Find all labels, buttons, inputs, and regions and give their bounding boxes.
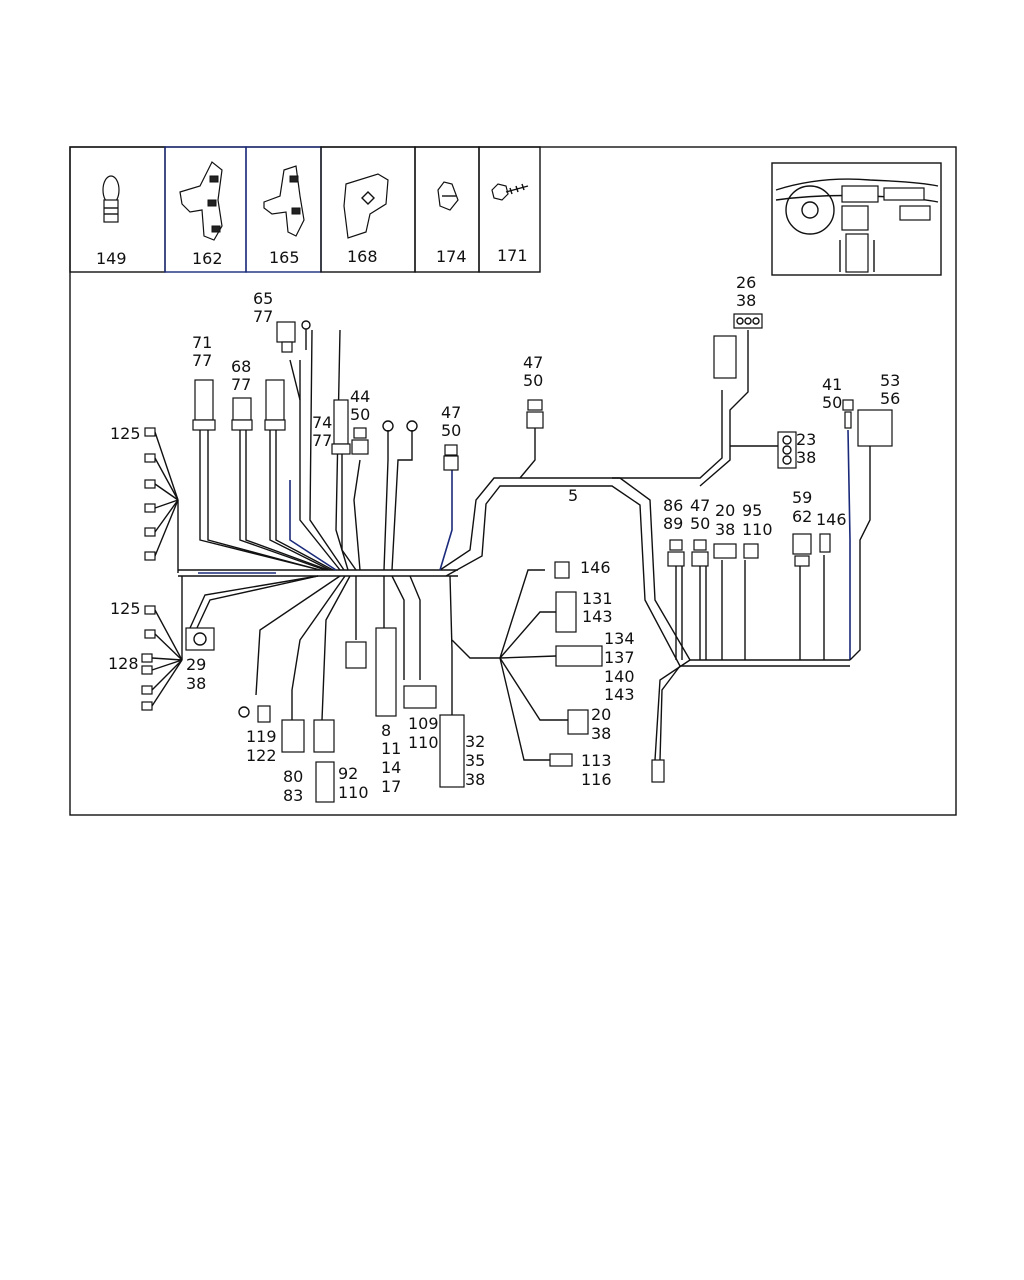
callout-134: 134	[604, 629, 635, 648]
callout-8: 11	[381, 739, 401, 758]
callout-53: 56	[880, 389, 900, 408]
callout-41: 50	[822, 393, 842, 412]
callout-113: 116	[581, 770, 612, 789]
callout-86: 86	[663, 496, 683, 515]
callout-92: 92	[338, 764, 358, 783]
callout-125-bottom: 125	[110, 599, 141, 618]
callout-95: 95	[742, 501, 762, 520]
labels: 149 162 165 168 174 171 65 77 71 77 68 7…	[96, 246, 900, 805]
callout-47-mid: 47	[441, 403, 461, 422]
callout-86: 89	[663, 514, 683, 533]
callout-47-right: 47	[690, 496, 710, 515]
callout-128: 128	[108, 654, 139, 673]
callout-8: 8	[381, 721, 391, 740]
car-interior-inset	[771, 162, 942, 276]
callout-32: 38	[465, 770, 485, 789]
part-label-168: 168	[347, 247, 378, 266]
callout-146-lower: 146	[580, 558, 611, 577]
callout-92: 110	[338, 783, 369, 802]
callout-134: 137	[604, 648, 635, 667]
callout-74: 77	[312, 431, 332, 450]
part-label-165: 165	[269, 248, 300, 267]
bracket-165-icon	[263, 165, 305, 237]
callout-125-top: 125	[110, 424, 141, 443]
callout-44: 50	[350, 405, 370, 424]
callout-113: 113	[581, 751, 612, 770]
callout-68: 77	[231, 375, 251, 394]
callout-131: 131	[582, 589, 613, 608]
callout-119: 119	[246, 727, 277, 746]
callout-20-lower: 38	[591, 724, 611, 743]
callout-80: 83	[283, 786, 303, 805]
callout-71: 77	[192, 351, 212, 370]
callout-20-right: 38	[715, 520, 735, 539]
harness-wires	[151, 329, 871, 761]
callout-47-top: 50	[523, 371, 543, 390]
callout-23: 38	[796, 448, 816, 467]
parts-row	[69, 146, 541, 273]
callout-8: 17	[381, 777, 401, 796]
callout-44: 44	[350, 387, 370, 406]
callout-134: 143	[604, 685, 635, 704]
part-label-162: 162	[192, 249, 223, 268]
screw-icon	[491, 183, 529, 201]
callout-95: 110	[742, 520, 773, 539]
callout-26: 38	[736, 291, 756, 310]
callout-41: 41	[822, 375, 842, 394]
callout-47-right: 50	[690, 514, 710, 533]
callout-53: 53	[880, 371, 900, 390]
callout-109: 109	[408, 714, 439, 733]
mounting-plate-icon	[343, 173, 389, 239]
bracket-162-icon	[179, 161, 223, 241]
clip-icon	[437, 181, 459, 211]
callout-20-right: 20	[715, 501, 735, 520]
callout-20-lower: 20	[591, 705, 611, 724]
callout-80: 80	[283, 767, 303, 786]
callout-23: 23	[796, 430, 816, 449]
callout-26: 26	[736, 273, 756, 292]
callout-74: 74	[312, 413, 332, 432]
callout-109: 110	[408, 733, 439, 752]
part-label-174: 174	[436, 247, 467, 266]
part-label-149: 149	[96, 249, 127, 268]
part-label-171: 171	[497, 246, 528, 265]
callout-59: 59	[792, 488, 812, 507]
callout-71: 71	[192, 333, 212, 352]
callout-119: 122	[246, 746, 277, 765]
callout-131: 143	[582, 607, 613, 626]
callout-32: 32	[465, 732, 485, 751]
callout-59: 62	[792, 507, 812, 526]
callout-134: 140	[604, 667, 635, 686]
bulb-icon	[102, 175, 120, 223]
callout-8: 14	[381, 758, 401, 777]
callout-5: 5	[568, 486, 578, 505]
callout-47-top: 47	[523, 353, 543, 372]
callout-65: 65	[253, 289, 273, 308]
callout-29: 38	[186, 674, 206, 693]
callout-32: 35	[465, 751, 485, 770]
callout-65: 77	[253, 307, 273, 326]
callout-47-mid: 50	[441, 421, 461, 440]
callout-68: 68	[231, 357, 251, 376]
callout-146-right: 146	[816, 510, 847, 529]
callout-29: 29	[186, 655, 206, 674]
connectors	[141, 313, 893, 803]
